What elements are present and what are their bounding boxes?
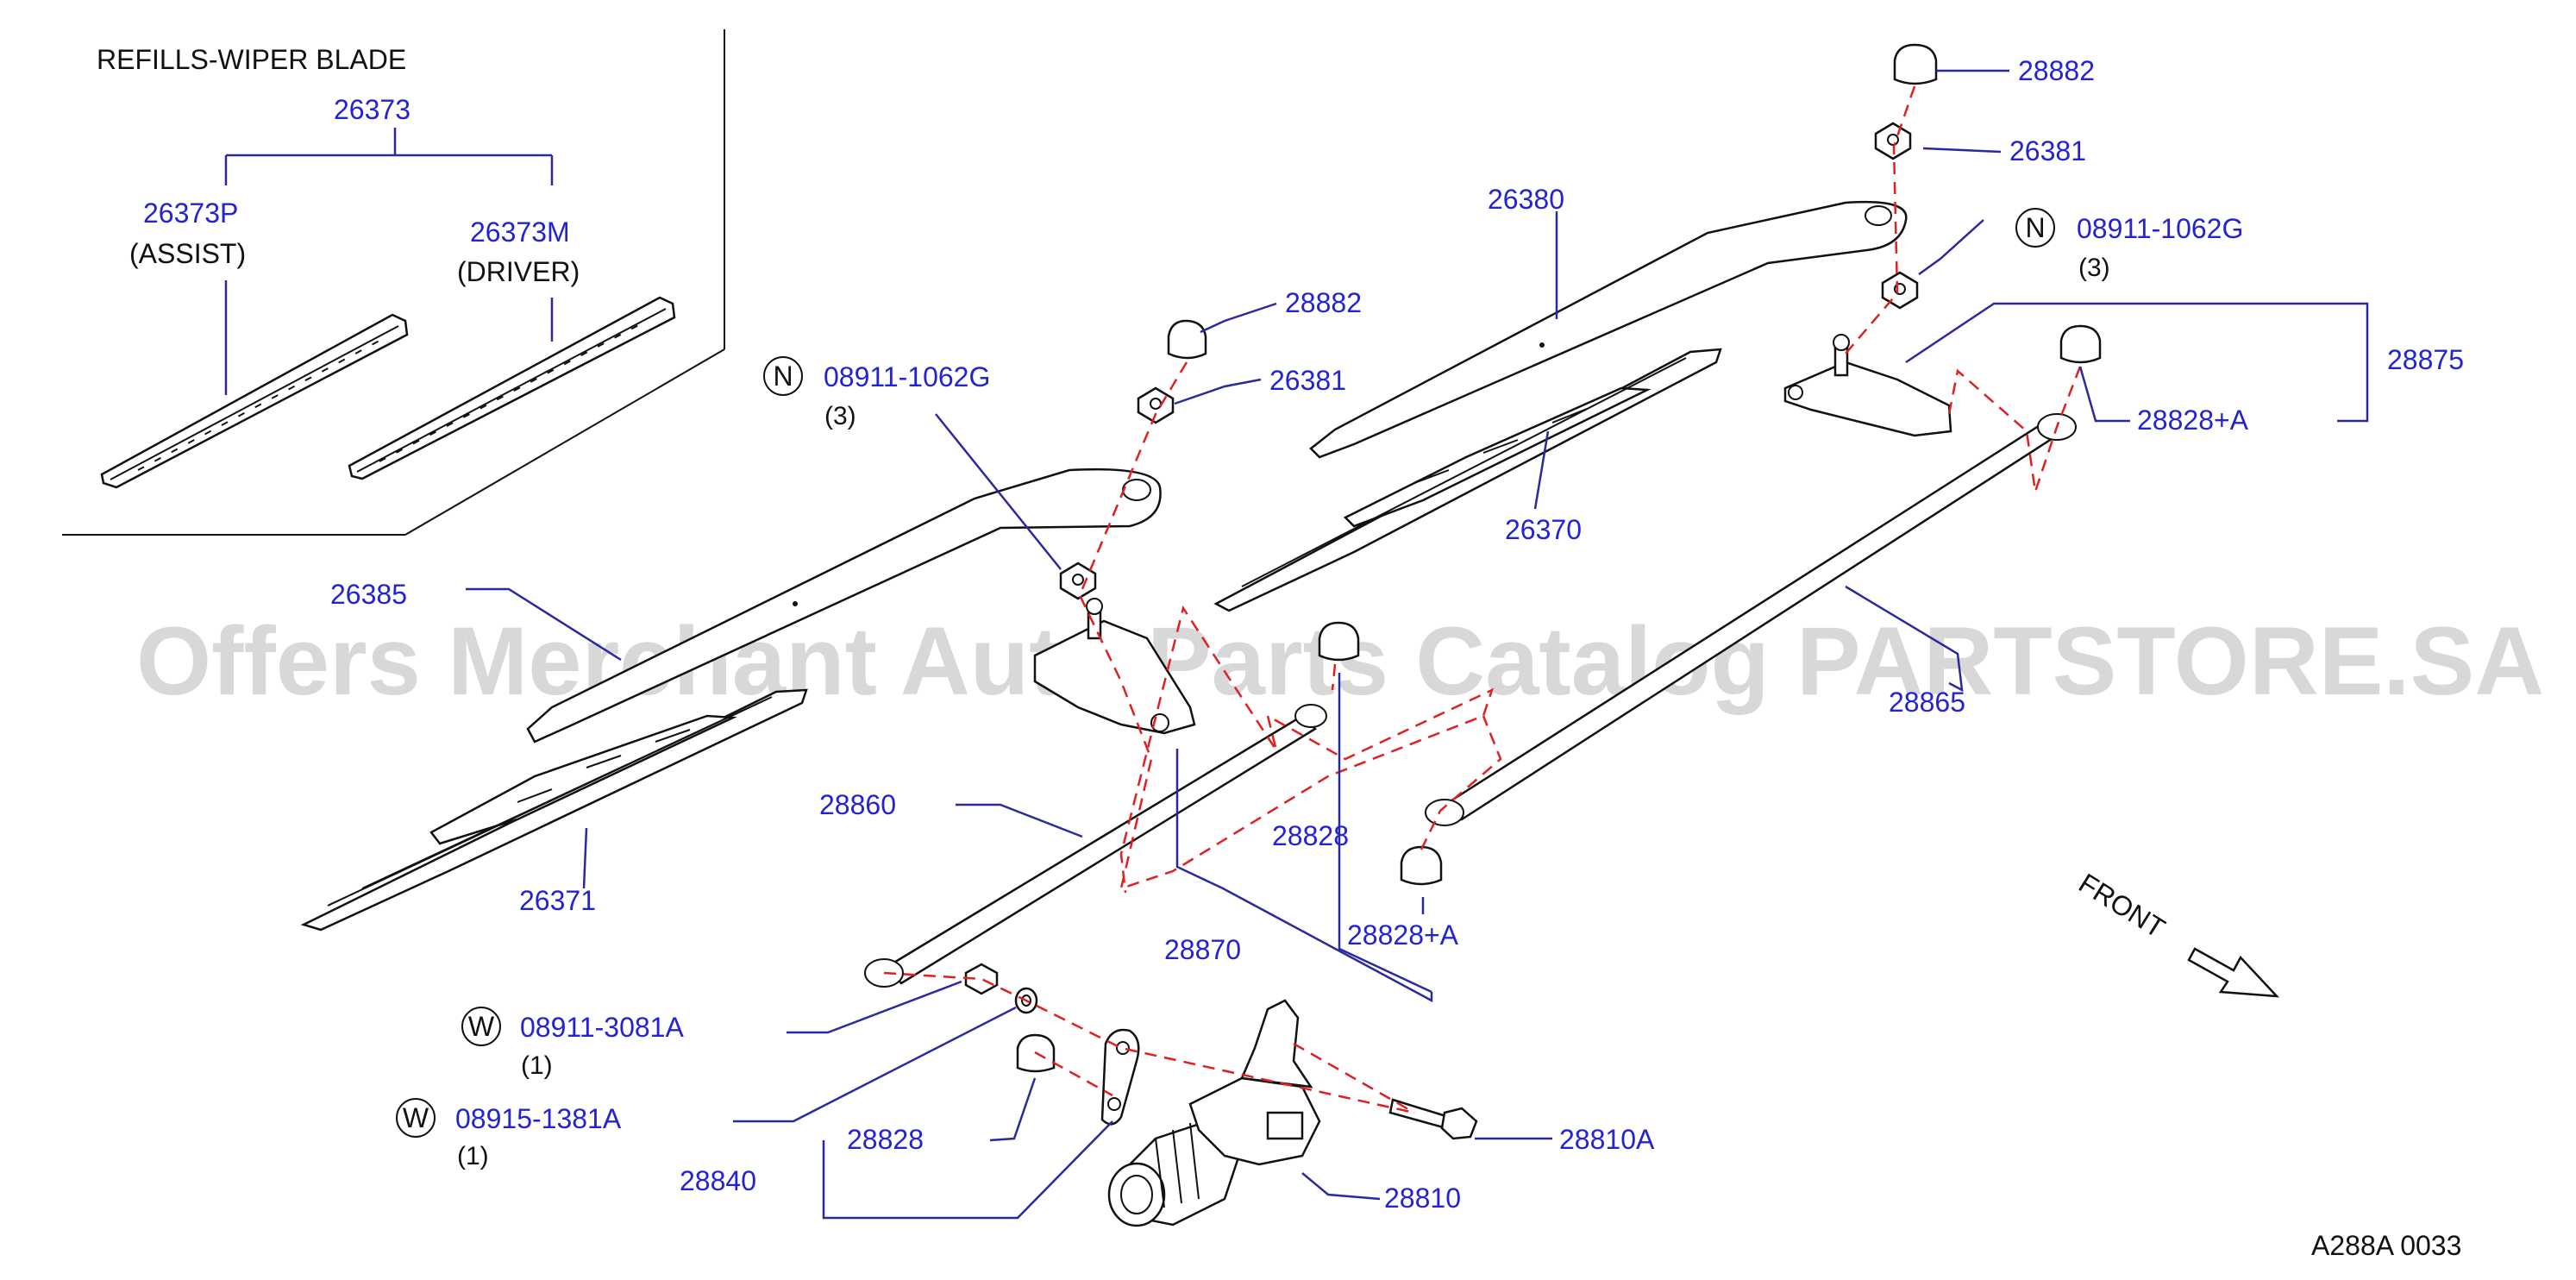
callout-washer-2: W 08915-1381A (1) [396,1098,622,1170]
callout-code: 08911-1062G [2077,213,2243,244]
label-26371: 26371 [519,885,596,916]
badge-circle [396,1098,436,1138]
label-28882-left: 28882 [1285,287,1362,318]
inset-border-diagonal [404,348,725,536]
refill-assist-code: 26373P [143,198,238,229]
badge-letter: N [2025,212,2045,243]
refill-strip-driver [348,296,676,480]
wiper-blade-assist [300,688,808,932]
callout-washer-1: W 08911-3081A (1) [461,1007,684,1080]
label-28870: 28870 [1164,934,1241,965]
badge-letter: N [773,361,793,392]
cap-28882-right [1893,43,1938,85]
front-arrow-icon [2187,947,2280,998]
label-28810A: 28810A [1559,1124,1655,1155]
refills-bracket [224,128,554,185]
label-28828-mid: 28828 [1272,820,1349,851]
diagram-code: A288A 0033 [2311,1230,2461,1261]
refills-title: REFILLS-WIPER BLADE [97,44,406,75]
callout-qty: (3) [2078,254,2110,282]
callout-nut-right: N 08911-1062G (3) [2015,208,2243,282]
label-28840: 28840 [680,1165,756,1196]
wiper-motor-28810 [1107,999,1321,1227]
alignment-dashes [883,85,2082,1114]
nut-08911-left [1059,562,1097,600]
label-26385: 26385 [330,579,407,610]
refill-driver-text: (DRIVER) [457,256,580,287]
refill-assist-text: (ASSIST) [129,238,246,269]
refill-driver-code: 26373M [470,216,570,248]
label-26370: 26370 [1505,514,1582,545]
nut-08911-right [1881,271,1919,310]
callout-nut-left: N 08911-1062G (3) [763,356,990,430]
nut-26381-right [1874,122,1912,160]
pivot-right [1783,334,1952,437]
nut-08911-3081A [964,963,999,995]
crank-arm-28840 [1100,1028,1140,1126]
refills-group-code: 26373 [334,94,411,125]
bushing-28828A-mid [1400,845,1443,886]
label-26380: 26380 [1488,184,1564,215]
bushing-28828-mid [1318,621,1360,662]
refill-strip-assist [100,313,409,489]
nut-26381-left [1137,386,1175,424]
label-28875: 28875 [2387,344,2464,375]
callout-code: 08911-3081A [520,1012,684,1043]
front-indicator: FRONT [2073,867,2280,998]
badge-letter: W [468,1011,495,1042]
cap-28882-left [1167,319,1207,360]
bushing-28828A-right [2059,324,2102,364]
front-label: FRONT [2073,867,2171,944]
label-28865: 28865 [1889,687,1965,718]
callout-qty: (1) [521,1051,553,1080]
leader-lines [466,69,2369,1220]
badge-circle [2015,208,2055,248]
label-28828-bottom: 28828 [847,1124,924,1155]
badge-circle [763,356,803,396]
callout-code: 08911-1062G [824,361,990,392]
callout-code: 08915-1381A [455,1103,622,1134]
label-28882-right: 28882 [2018,55,2095,86]
label-26381-right: 26381 [2009,135,2086,166]
callout-qty: (3) [824,402,856,430]
part-labels: 28882 26381 26385 26371 28860 28870 2882… [330,55,2464,1214]
label-28828A-right: 28828+A [2137,405,2249,436]
badge-circle [461,1007,501,1046]
linkage-rod-28865 [1425,413,2077,826]
label-28828A-mid: 28828+A [1347,919,1459,951]
badge-letter: W [403,1102,429,1133]
label-26381-left: 26381 [1269,365,1346,396]
refills-inset: REFILLS-WIPER BLADE 26373 26373P (ASSIST… [62,29,725,536]
label-28810: 28810 [1384,1183,1461,1214]
callout-qty: (1) [457,1142,489,1170]
wiper-blade-driver [1213,348,1722,612]
wiper-arm-driver [1309,200,1908,459]
linkage-rod-28860 [864,704,1327,988]
label-28860: 28860 [819,789,896,820]
